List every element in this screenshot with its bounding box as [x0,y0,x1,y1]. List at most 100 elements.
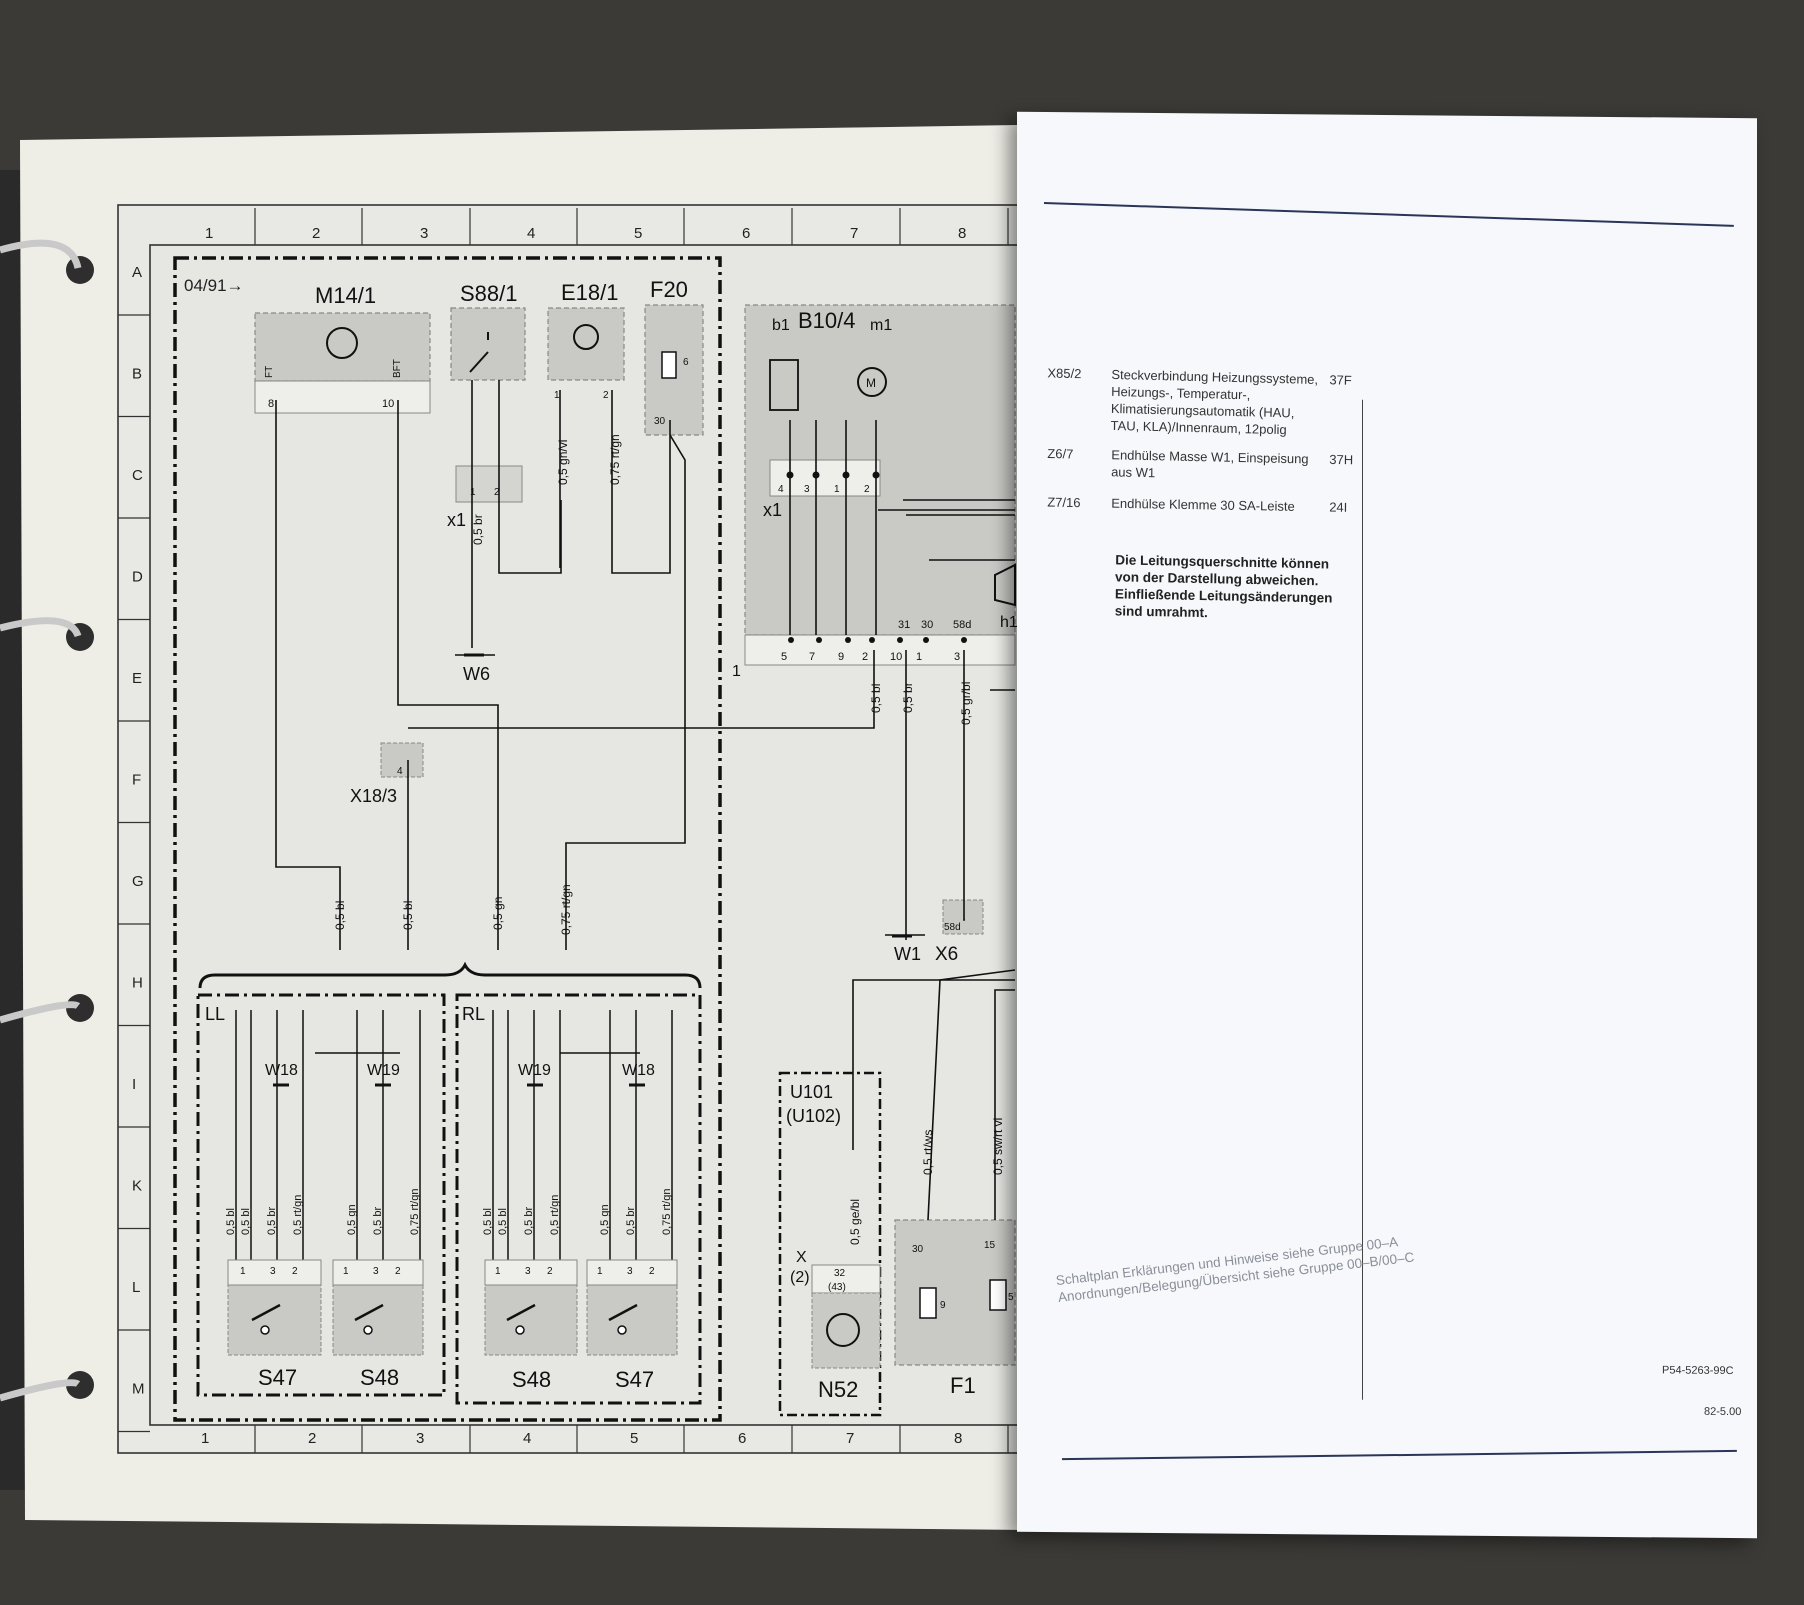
label-m1: m1 [870,317,892,334]
pin-x1-1: 1 [470,487,476,498]
label-u101: U101 [790,1082,833,1102]
s47-left-box [227,1284,322,1356]
legend-code: Z6/7 [1047,445,1074,462]
switch-wire-label: 0,75 rt/gn [661,1189,673,1235]
cross-section-note: Die Leitungsquerschnitte können von der … [1114,552,1333,621]
pin-8: 8 [268,398,274,410]
grid-row-I: I [132,1076,136,1093]
label-u102: (U102) [786,1106,841,1126]
wire-label-a: 0,5 br [471,514,485,545]
switch-pin: 1 [240,1266,246,1277]
version-tag: 04/91→ [184,276,244,295]
label-x1-b10: x1 [763,500,782,520]
document-number: P54-5263-99C [1662,1364,1734,1378]
wire-label-u1: 0,5 ge/bl [848,1199,862,1245]
label-x1-left: x1 [447,510,466,530]
grid-col-bottom-1: 1 [201,1430,209,1447]
switch-wire-label: 0,5 gn [599,1204,611,1235]
switch-wires [235,1010,673,1270]
switch-pin: 1 [343,1266,349,1277]
legend-description: Endhülse Masse W1, Einspeisung aus W1 [1111,447,1309,481]
wire-label-c: 0,75 rt/gn [608,434,622,485]
m14-box [254,312,431,382]
top-rule [1043,202,1734,227]
grid-col-top-7: 7 [850,225,858,242]
label-x18: X18/3 [350,786,397,806]
b10-bottom-pin: 1 [916,651,922,663]
b10-bottom-pin: 9 [838,651,844,663]
n52-connector [811,1264,881,1294]
grid-col-top-4: 4 [527,225,535,242]
switch-pin: 2 [292,1266,298,1277]
label-w18-rl: W18 [622,1062,655,1079]
m14-connector [254,380,431,414]
label-n52: N52 [818,1377,858,1402]
rl-box [455,993,702,1405]
wire-label-f: 0,5 gr/bl [959,682,973,725]
label-edge-1: 1 [732,663,741,680]
ground-markers [464,653,912,938]
b10-bottom-pin: 7 [809,651,815,663]
legend-reference: 37H [1329,451,1354,468]
s88-switch-icon [469,332,489,373]
footer-notes: Schaltplan Erklärungen und Hinweise sieh… [1055,1225,1476,1306]
s88-box [450,307,526,381]
switch-wire-label: 0,5 rt/gn [549,1195,561,1235]
label-b10: B10/4 [798,308,856,333]
switch-wire-label: 0,5 gn [346,1204,358,1235]
ll-box [196,993,446,1397]
pin-f20-30: 30 [654,416,666,427]
wire-label-g3: 0,5 gn [491,897,505,930]
grid-col-bottom-2: 2 [308,1430,316,1447]
wire-label-g2: 0,5 bl [401,901,415,930]
label-x-plug: X [796,1249,807,1266]
pin-n52-43: (43) [828,1282,846,1293]
pin-n52-32: 32 [834,1268,846,1279]
switch-pin: 3 [627,1266,633,1277]
b10-bottom-pin: 2 [862,651,868,663]
pin-bft: BFT [392,359,403,378]
page-number: 82-5.00 [1704,1405,1742,1419]
b10-bottom-pin: 3 [954,651,960,663]
pin-x6-58d: 58d [944,922,961,933]
label-s47-left: S47 [258,1365,297,1390]
grid-col-bottom-4: 4 [523,1430,531,1447]
switch-pin: 3 [525,1266,531,1277]
pin-f1-30: 30 [912,1244,924,1255]
switch-pin: 2 [395,1266,401,1277]
switch-pin: 1 [495,1266,501,1277]
x18-connector [380,742,424,778]
switch-wire-label: 0,5 br [523,1207,535,1235]
legend-code: X85/2 [1047,365,1082,382]
grid-col-bottom-3: 3 [416,1430,424,1447]
switch-pin: 3 [270,1266,276,1277]
switch-wire-label: 0,5 bl [240,1208,252,1235]
legend-reference: 24I [1329,499,1348,515]
legend-reference: 37F [1329,372,1352,388]
b1-resistor-icon [769,359,799,411]
switch-wire-label: 0,5 rt/gn [292,1195,304,1235]
f20-fuse-icon [661,351,677,379]
grid-row-H: H [132,975,143,992]
label-b1: b1 [772,317,790,334]
label-w1: W1 [894,944,921,964]
grid-row-C: C [132,467,143,484]
pin-f1-5: 5 [1008,1292,1014,1303]
b10-top-pin: 2 [864,484,870,495]
grid-col-top-1: 1 [205,225,213,242]
wire-label-u3: 0,5 sw/rt vi [991,1118,1005,1175]
binder-rings [0,239,94,1402]
pin-ft: FT [264,366,275,378]
wire-label-u2: 0,5 rt/ws [921,1130,935,1175]
u101-box [778,1071,882,1417]
label-e18: E18/1 [561,280,619,305]
b10-bottom-pin: 5 [781,651,787,663]
legend-description: Steckverbindung Heizungssysteme, Heizung… [1110,366,1319,438]
grid-row-K: K [132,1178,142,1195]
wire-label-d: 0,5 bl [869,684,883,713]
s48-right-box [484,1284,578,1356]
grid-col-top-5: 5 [634,225,642,242]
